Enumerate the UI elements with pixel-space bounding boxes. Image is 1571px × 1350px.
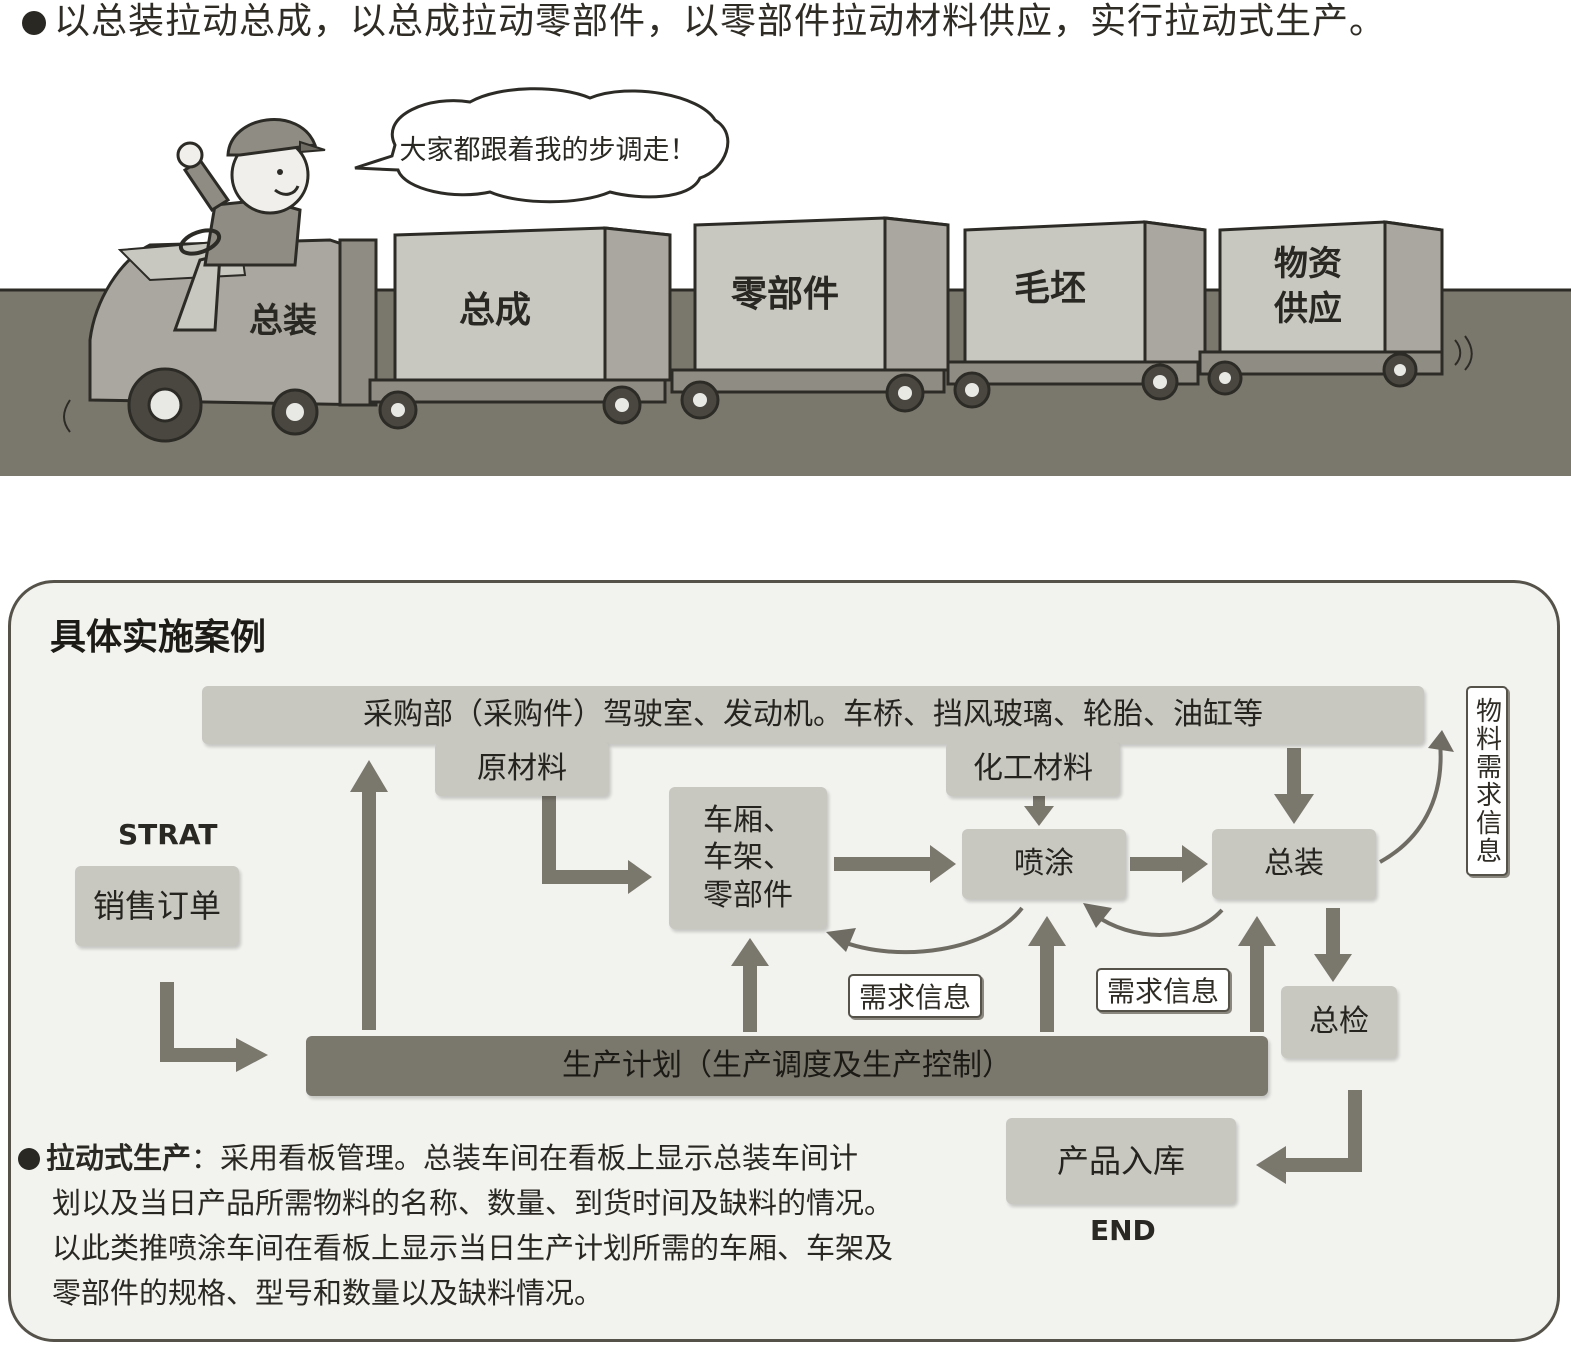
body-parts-line3: 零部件 (703, 877, 793, 913)
body-parts-box: 车厢、 车架、 零部件 (669, 787, 827, 929)
pull-production-illustration: 大家都跟着我的步调走！ 总装 总成 (0, 87, 1571, 476)
material-demand-info-tag: 物料需求信息 (1466, 686, 1508, 876)
final-assembly-box: 总装 (1212, 829, 1376, 899)
note-line2: 划以及当日产品所需物料的名称、数量、到货时间及缺料的情况。 (52, 1186, 894, 1220)
purchase-bar: 采购部（采购件）驾驶室、发动机。车桥、挡风玻璃、轮胎、油缸等 (202, 686, 1424, 744)
motion-lines-rear (63, 399, 71, 433)
tractor-label: 总装 (249, 301, 317, 341)
end-label: END (1090, 1214, 1156, 1247)
tractor: 总装 (88, 238, 378, 443)
note-line4: 零部件的规格、型号和数量以及缺料情况。 (52, 1276, 604, 1310)
body-parts-line1: 车厢、 (703, 802, 793, 838)
trailer-4: 物资 供应 (1198, 220, 1444, 396)
painting-box: 喷涂 (962, 829, 1126, 899)
trailer-2: 零部件 (670, 216, 950, 420)
worker-icon (172, 118, 326, 332)
speech-bubble: 大家都跟着我的步调走！ (354, 87, 730, 204)
box-label-3: 毛坯 (1014, 268, 1086, 309)
note-sep: ： (191, 1141, 221, 1175)
chemical-material-box: 化工材料 (946, 742, 1120, 796)
motion-lines (1454, 335, 1473, 371)
body-parts-line2: 车架、 (703, 840, 793, 876)
pull-production-note: 拉动式生产：采用看板管理。总装车间在看板上显示总装车间计 划以及当日产品所需物料… (18, 1136, 1018, 1316)
demand-info-tag-1: 需求信息 (848, 974, 982, 1018)
box-label-2: 零部件 (731, 274, 839, 315)
warehouse-box: 产品入库 (1006, 1118, 1236, 1204)
box-label-4-line2: 供应 (1273, 289, 1342, 329)
bullet-icon (22, 11, 46, 35)
headline-text: 以总装拉动总成，以总成拉动零部件，以零部件拉动材料供应，实行拉动式生产。 (54, 1, 1387, 42)
bullet-icon (18, 1148, 40, 1170)
start-label: STRAT (118, 818, 218, 851)
box-label-1: 总成 (459, 290, 531, 331)
note-line1: 采用看板管理。总装车间在看板上显示总装车间计 (220, 1141, 859, 1175)
speech-text: 大家都跟着我的步调走！ (400, 135, 697, 166)
demand-info-tag-2: 需求信息 (1096, 968, 1230, 1012)
trailer-3: 毛坯 (946, 220, 1207, 409)
final-inspection-box: 总检 (1281, 986, 1397, 1058)
headline: 以总装拉动总成，以总成拉动零部件，以零部件拉动材料供应，实行拉动式生产。 (22, 0, 1386, 44)
sales-order-box: 销售订单 (75, 866, 239, 946)
raw-material-box: 原材料 (435, 742, 609, 796)
note-line3: 以此类推喷涂车间在看板上显示当日生产计划所需的车厢、车架及 (52, 1231, 894, 1265)
note-lead: 拉动式生产 (46, 1141, 192, 1175)
production-plan-bar: 生产计划（生产调度及生产控制） (306, 1036, 1268, 1096)
case-title: 具体实施案例 (50, 617, 267, 658)
box-label-4-line1: 物资 (1274, 244, 1342, 284)
trailer-1: 总成 (368, 226, 672, 430)
